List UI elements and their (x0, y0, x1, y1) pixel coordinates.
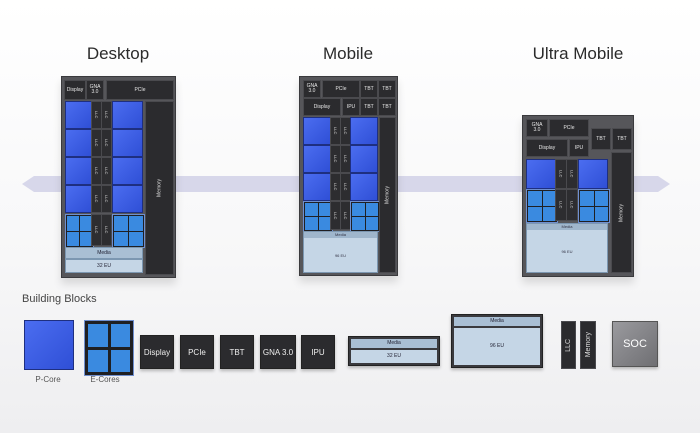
desktop-die: Display GNA 3.0 PCIe LLC LLC LLC LLC LLC… (61, 76, 176, 278)
e-cores-legend-icon (84, 320, 134, 376)
tbt-block: TBT (591, 128, 611, 150)
graphics-block: Media 96 EU (526, 223, 608, 273)
display-block: Display (303, 98, 341, 116)
p-core (112, 129, 143, 157)
p-core (578, 159, 608, 189)
memory-block: Memory (611, 152, 632, 273)
small-gpu-legend-block: Media 32 EU (348, 336, 440, 366)
e-core-cluster (350, 201, 380, 232)
desktop-title: Desktop (86, 44, 150, 63)
display-legend-block: Display (140, 335, 174, 369)
gna-legend-block: GNA 3.0 (260, 335, 296, 369)
p-core (303, 117, 331, 145)
llc-slice: LLC (566, 159, 578, 189)
media-block: Media (65, 247, 143, 259)
llc-slice: LLC (101, 214, 112, 246)
e-core-cluster (65, 214, 94, 248)
p-core (112, 101, 143, 129)
p-core (303, 145, 331, 173)
p-core (65, 185, 92, 213)
memory-legend-label: Memory (584, 332, 592, 358)
eu-block: 32 EU (65, 259, 143, 273)
pcie-block: PCIe (549, 119, 589, 137)
gna-block: GNA 3.0 (303, 80, 321, 98)
p-core (526, 159, 556, 189)
soc-legend-block: SOC (612, 321, 658, 367)
large-gpu-legend-block: Media 96 EU (451, 314, 543, 368)
ipu-block: IPU (342, 98, 360, 116)
eu-label: 96 EU (454, 328, 540, 365)
memory-legend-block: Memory (580, 321, 596, 369)
tbt-block: TBT (612, 128, 632, 150)
e-core-cluster (112, 214, 145, 248)
ipu-legend-block: IPU (301, 335, 335, 369)
llc-slice: LLC (101, 101, 112, 129)
p-core (350, 117, 378, 145)
memory-block: Memory (379, 117, 396, 273)
p-core-legend-label: P-Core (35, 375, 61, 384)
display-block: Display (526, 139, 568, 157)
ultra-mobile-die: GNA 3.0 PCIe TBT TBT Display IPU LLC LLC… (522, 115, 634, 277)
p-core-legend-icon (24, 320, 74, 370)
media-label: Media (454, 317, 540, 326)
eu-label: 96 EU (561, 248, 573, 254)
eu-label: 96 EU (334, 252, 347, 258)
media-label: Media (351, 339, 437, 348)
mobile-title: Mobile (322, 44, 374, 63)
p-core (65, 157, 92, 185)
p-core (65, 129, 92, 157)
p-core (350, 173, 378, 201)
llc-legend-block: LLC (561, 321, 576, 369)
tbt-block: TBT (378, 80, 396, 98)
llc-slice: LLC (101, 157, 112, 185)
p-core (65, 101, 92, 129)
llc-slice: LLC (101, 129, 112, 157)
llc-slice: LLC (101, 185, 112, 213)
tbt-block: TBT (360, 98, 378, 116)
p-core (112, 185, 143, 213)
llc-legend-label: LLC (565, 338, 572, 352)
eu-label: 32 EU (351, 350, 437, 363)
mobile-die: GNA 3.0 PCIe TBT TBT Display IPU TBT TBT… (299, 76, 398, 276)
memory-block: Memory (145, 101, 174, 275)
e-core-cluster (526, 189, 558, 223)
pcie-legend-block: PCIe (180, 335, 214, 369)
display-block: Display (64, 80, 86, 100)
graphics-block: Media 96 EU (303, 231, 378, 273)
pcie-block: PCIe (322, 80, 360, 98)
ipu-block: IPU (569, 139, 589, 157)
gna-block: GNA 3.0 (526, 119, 548, 137)
e-core-cluster (578, 189, 610, 223)
media-label: Media (527, 224, 607, 230)
media-label: Media (304, 232, 377, 238)
pcie-block: PCIe (106, 80, 174, 100)
p-core (350, 145, 378, 173)
p-core (112, 157, 143, 185)
building-blocks-heading: Building Blocks (22, 293, 97, 305)
p-core (303, 173, 331, 201)
tbt-legend-block: TBT (220, 335, 254, 369)
tbt-block: TBT (360, 80, 378, 98)
gna-block: GNA 3.0 (86, 80, 104, 100)
e-core-cluster (303, 201, 333, 232)
llc-slice: LLC (566, 189, 578, 221)
tbt-block: TBT (378, 98, 396, 116)
e-cores-legend-label: E-Cores (90, 375, 120, 384)
ultra-mobile-title: Ultra Mobile (532, 44, 624, 63)
